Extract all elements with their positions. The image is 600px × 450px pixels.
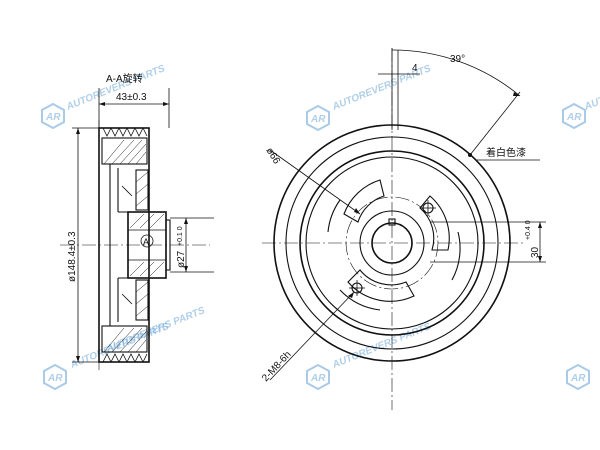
watermark-logo-text: AR xyxy=(45,112,61,123)
datum-label: A xyxy=(143,237,149,247)
watermark-bottom-right: AR xyxy=(566,363,590,391)
hatch-rim-bottom xyxy=(101,325,148,353)
watermark-text: AUTOREVERS PARTS xyxy=(104,305,207,355)
pcd-dim-text: ø66 xyxy=(263,146,282,167)
bore-dim-text: ø27 xyxy=(176,250,187,268)
paint-note-text: 着白色漆 xyxy=(486,146,526,159)
watermark-logo-text: AR xyxy=(310,114,326,125)
offset-dimension: 4 xyxy=(378,63,420,75)
height-dim-text: 30 xyxy=(530,246,541,258)
watermark-logo-text: AR xyxy=(310,373,326,384)
spoke-windows xyxy=(327,179,461,311)
angle-dimension: 39° xyxy=(391,48,521,130)
height-dimension: 30 +0.4 0 xyxy=(430,220,546,263)
bore-tol-text: +0.1 0 xyxy=(177,226,184,246)
hatch-spokes xyxy=(135,169,149,321)
offset-dim-text: 4 xyxy=(412,63,418,74)
watermark-center-left: AUTOREVERS PARTS xyxy=(104,305,207,355)
watermark-text: AUTOREVERS PARTS xyxy=(582,63,600,113)
front-view: 39° 4 着白色漆 ø66 30 +0.4 0 xyxy=(260,48,546,410)
section-view: A-A旋转 43±0.3 ø148.4±0.3 xyxy=(60,72,214,370)
threaded-hole-2 xyxy=(349,280,365,296)
watermark-logo-text: AR xyxy=(566,112,582,123)
bore-dimension: ø27 +0.1 0 xyxy=(170,217,214,273)
watermark-text: AUTOREVERS PARTS xyxy=(64,63,167,113)
threaded-hole-1 xyxy=(420,200,436,216)
height-tol-text: +0.4 0 xyxy=(525,220,532,240)
hatch-rim-top xyxy=(101,137,148,165)
paint-note: 着白色漆 xyxy=(468,91,540,161)
angle-dim-text: 39° xyxy=(450,54,465,65)
watermark-logo-text: AR xyxy=(570,373,586,384)
watermark-top-left: AR AUTOREVERS PARTS xyxy=(41,63,167,130)
hatch-hub xyxy=(129,213,165,277)
watermark-logo-text: AR xyxy=(47,373,63,384)
watermark-bottom-middle: AR AUTOREVERS PARTS xyxy=(306,321,433,391)
thread-dim-text: 2-M8-6h xyxy=(260,349,293,384)
outer-dia-text: ø148.4±0.3 xyxy=(67,231,78,282)
datum-a: A xyxy=(140,234,154,248)
width-dim-text: 43±0.3 xyxy=(116,92,147,103)
section-title: A-A旋转 xyxy=(106,72,143,85)
watermark-top-right: AR AUTOREVERS PARTS xyxy=(562,63,600,130)
